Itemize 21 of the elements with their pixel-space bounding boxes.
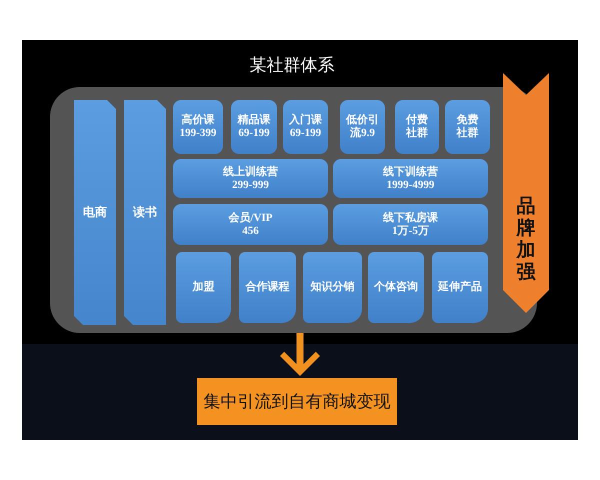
- process-box: 知识分销: [303, 252, 362, 323]
- process-box: 线上训练营 299-999: [173, 159, 328, 198]
- banner-arrow: 品牌加强: [503, 73, 549, 313]
- process-box: 会员/VIP 456: [173, 204, 328, 245]
- process-box: 付费社群: [395, 100, 439, 154]
- process-box: 高价课 199-399: [173, 100, 223, 154]
- process-box: 精品课 69-199: [231, 100, 277, 154]
- process-box: 免费社群: [445, 100, 490, 154]
- column-box: 读书: [124, 100, 166, 325]
- rounded-panel: [50, 87, 537, 333]
- column-box: 电商: [74, 100, 116, 325]
- process-box: 加盟: [176, 252, 231, 323]
- result-box: 集中引流到自有商城变现: [197, 378, 397, 425]
- process-box: 线下训练营 1999-4999: [333, 159, 488, 198]
- process-box: 个体咨询: [368, 252, 424, 323]
- process-box: 延伸产品: [432, 252, 488, 323]
- title: 某社群体系: [250, 54, 334, 76]
- process-box: 合作课程: [239, 252, 296, 323]
- process-box: 线下私房课 1万-5万: [333, 204, 488, 245]
- process-box: 入门课 69-199: [283, 100, 328, 154]
- process-box: 低价引流9.9: [340, 100, 385, 154]
